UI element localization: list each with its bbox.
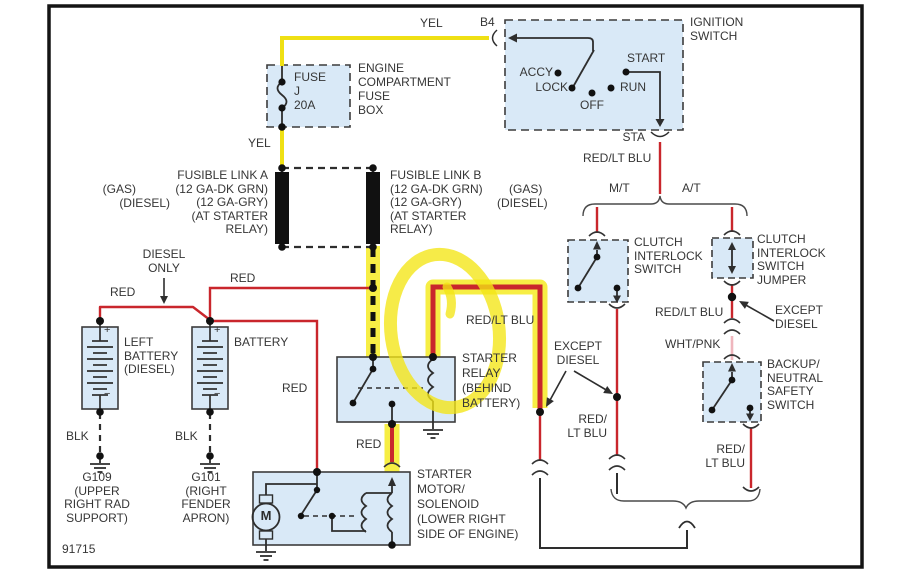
wire-label-red-lt-blu-backup: RED/ LT BLU	[705, 442, 745, 470]
junction-dots	[96, 68, 754, 549]
fuse-box	[266, 64, 351, 128]
ignition-position-accy: ACCY	[519, 65, 553, 79]
gas-right-label: (GAS)	[509, 182, 543, 196]
wire-label-red-lt-blu-sta: RED/LT BLU	[583, 151, 652, 165]
gas-left-label: (GAS)	[102, 182, 136, 196]
fuse-value-label: FUSE J 20A	[294, 70, 327, 113]
ignition-position-off: OFF	[580, 98, 604, 112]
wire-label-blk-left: BLK	[66, 429, 89, 443]
except-diesel-left-label: EXCEPT DIESEL	[553, 339, 602, 367]
wire-label-blk-right: BLK	[175, 429, 198, 443]
branch-label-at: A/T	[682, 181, 701, 195]
battery-minus: −	[214, 388, 221, 400]
ignition-position-lock: LOCK	[535, 80, 568, 94]
battery-plates	[197, 321, 223, 412]
backup-switch-arrows	[728, 363, 754, 421]
wire-label-red-feed: RED	[230, 271, 256, 285]
solenoid-input-arrow	[388, 477, 396, 486]
diagram-border	[47, 4, 864, 569]
ignition-position-start: START	[627, 51, 666, 65]
motor-m-symbol: M	[260, 508, 272, 523]
ground-g101-label: G101 (RIGHT FENDER APRON)	[181, 470, 231, 525]
clutch-interlock-jumper-symbol	[728, 242, 736, 274]
except-diesel-right-label: EXCEPT DIESEL	[775, 303, 824, 331]
battery-label: BATTERY	[234, 335, 289, 349]
wire-label-red-lt-blu-relay: RED/LT BLU	[466, 313, 535, 327]
clutch-interlock-switch-arrows	[593, 241, 621, 303]
battery-plus: +	[214, 324, 221, 336]
black-wires	[98, 29, 775, 549]
diesel-left-label: (DIESEL)	[119, 196, 170, 210]
starter-relay-label: STARTER RELAY (BEHIND BATTERY)	[462, 351, 521, 410]
fuse-box-label: ENGINE COMPARTMENT FUSE BOX	[358, 61, 451, 118]
connector-symbols	[383, 230, 760, 492]
fusible-link-bars	[275, 172, 380, 244]
battery-symbols	[87, 321, 223, 412]
wire-label-wht-pnk: WHT/PNK	[665, 337, 721, 351]
wire-label-yel-mid: YEL	[248, 136, 271, 150]
ignition-position-run: RUN	[620, 80, 646, 94]
branch-label-mt: M/T	[609, 181, 630, 195]
clutch-interlock-switch-label: CLUTCH INTERLOCK SWITCH	[634, 235, 703, 277]
backup-neutral-safety-switch-label: BACKUP/ NEUTRAL SAFETY SWITCH	[767, 357, 824, 412]
fusible-link-b-bar	[366, 172, 380, 244]
diesel-only-label: DIESEL ONLY	[142, 247, 186, 275]
clutch-interlock-switch-box	[567, 239, 629, 303]
left-battery-plus: +	[104, 324, 111, 336]
left-battery-label: LEFT BATTERY (DIESEL)	[124, 335, 179, 377]
left-battery-minus: −	[104, 388, 111, 400]
diesel-right-label: (DIESEL)	[497, 196, 548, 210]
terminal-sta-label: STA	[622, 130, 645, 144]
connector-b4-label: B4	[480, 15, 495, 29]
diagram-number: 91715	[62, 542, 96, 556]
fusible-link-a-bar	[275, 172, 289, 244]
left-battery-plates	[87, 321, 113, 412]
wire-label-yel-top: YEL	[420, 16, 443, 30]
yellow-wires	[280, 36, 489, 169]
fusible-link-a-label: FUSIBLE LINK A (12 GA-DK GRN) (12 GA-GRY…	[175, 168, 268, 237]
starter-motor-label: STARTER MOTOR/ SOLENOID (LOWER RIGHT SID…	[417, 467, 519, 541]
wire-label-red-solenoid-feed: RED	[282, 381, 308, 395]
arrowheads	[160, 33, 749, 407]
wire-label-red-lt-blu-at: RED/LT BLU	[655, 305, 724, 319]
wire-label-red-lt-blu-mt: RED/ LT BLU	[567, 412, 607, 440]
wire-label-red-relay-out: RED	[356, 437, 382, 451]
wire-label-red-jumper: RED	[110, 285, 136, 299]
ignition-switch-label: IGNITION SWITCH	[690, 15, 744, 44]
highlighter-circle	[383, 247, 507, 415]
fusible-link-b-label: FUSIBLE LINK B (12 GA-DK GRN) (12 GA-GRY…	[390, 168, 483, 237]
clutch-interlock-jumper-label: CLUTCH INTERLOCK SWITCH JUMPER	[757, 232, 826, 287]
ground-g109-label: G109 (UPPER RIGHT RAD SUPPORT)	[64, 470, 130, 525]
